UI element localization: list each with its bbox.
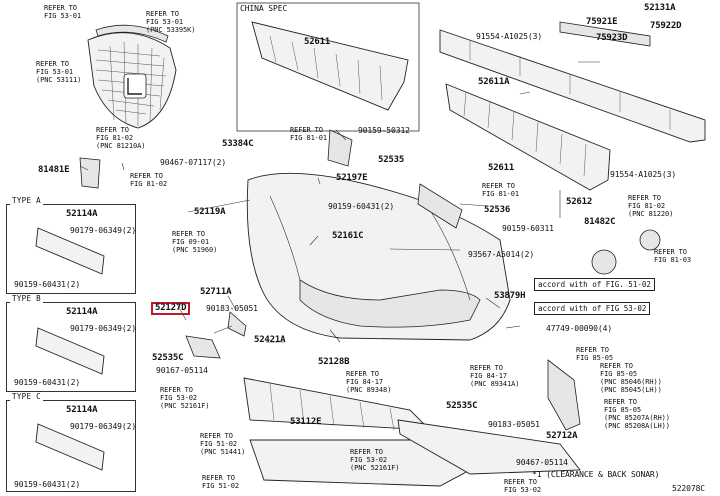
- part-90159-a[interactable]: 90159-60431(2): [14, 280, 81, 289]
- bumper-reinforcement: [439, 21, 706, 143]
- type-b-frame: [6, 302, 136, 392]
- part-52712a[interactable]: 52712A: [546, 431, 578, 441]
- part-90179-b[interactable]: 90179-06349(2): [70, 324, 137, 333]
- part-52131a[interactable]: 52131A: [644, 3, 676, 13]
- part-52197e[interactable]: 52197E: [336, 173, 368, 183]
- part-90159-50312[interactable]: 90159-50312: [358, 126, 410, 135]
- china-spec-frame: [236, 2, 420, 132]
- part-90467-05114[interactable]: 90467-05114: [516, 458, 568, 467]
- type-a-title: TYPE A: [10, 196, 43, 205]
- part-90179-a[interactable]: 90179-06349(2): [70, 226, 137, 235]
- part-90179-c[interactable]: 90179-06349(2): [70, 422, 137, 431]
- part-53112e[interactable]: 53112E: [290, 417, 322, 427]
- part-52127d-highlighted[interactable]: 52127D: [151, 302, 191, 315]
- part-91554-a1025-b[interactable]: 91554-A1025(3): [610, 170, 677, 179]
- part-90159-c[interactable]: 90159-60431(2): [14, 480, 81, 489]
- part-52114a-b[interactable]: 52114A: [66, 307, 98, 317]
- part-93567-a5014[interactable]: 93567-A5014(2): [468, 250, 535, 259]
- leader-lines: [79, 61, 600, 343]
- part-52421a[interactable]: 52421A: [254, 335, 286, 345]
- part-53384c[interactable]: 53384C: [222, 139, 254, 149]
- part-75923d[interactable]: 75923D: [596, 33, 628, 43]
- lower-spoiler: [243, 377, 471, 487]
- small-parts: [79, 129, 661, 431]
- part-90159-60311[interactable]: 90159-60311: [502, 224, 554, 233]
- part-52536[interactable]: 52536: [484, 205, 511, 215]
- part-47749-00090[interactable]: 47749-00090(4): [546, 324, 613, 333]
- part-81482c[interactable]: 81482C: [584, 217, 616, 227]
- type-c-frame: [6, 400, 136, 492]
- type-b-title: TYPE B: [10, 294, 43, 303]
- china-spec-absorber: [251, 21, 409, 111]
- part-52535c-b[interactable]: 52535C: [446, 401, 478, 411]
- type-a-frame: [6, 204, 136, 294]
- china-spec-title: CHINA SPEC: [240, 4, 288, 13]
- part-52711a[interactable]: 52711A: [200, 287, 232, 297]
- part-91554-a1025-a[interactable]: 91554-A1025(3): [476, 32, 543, 41]
- note-accord-51-02: accord with of FIG. 51-02: [534, 278, 655, 291]
- part-90183-05051-b[interactable]: 90183-05051: [488, 420, 540, 429]
- part-52611a[interactable]: 52611A: [478, 77, 510, 87]
- part-52114a-a[interactable]: 52114A: [66, 209, 98, 219]
- part-90159-60431[interactable]: 90159-60431(2): [328, 202, 395, 211]
- note-accord-53-02: accord with of FIG 53-02: [534, 302, 651, 315]
- part-52612[interactable]: 52612: [566, 197, 593, 207]
- part-75922d[interactable]: 75922D: [650, 21, 682, 31]
- part-52161c[interactable]: 52161C: [332, 231, 364, 241]
- part-52114a-c[interactable]: 52114A: [66, 405, 98, 415]
- part-90183-05051-a[interactable]: 90183-05051: [206, 304, 258, 313]
- part-75921e[interactable]: 75921E: [586, 17, 618, 27]
- part-52611[interactable]: 52611: [488, 163, 515, 173]
- part-53879h[interactable]: 53879H: [494, 291, 526, 301]
- type-c-title: TYPE C: [10, 392, 43, 401]
- part-52128b[interactable]: 52128B: [318, 357, 350, 367]
- diagram-ref-code: 522078C: [672, 484, 706, 493]
- part-52611-china[interactable]: 52611: [304, 37, 331, 47]
- part-90467-07117[interactable]: 90467-07117(2): [160, 158, 227, 167]
- energy-absorber: [445, 83, 611, 191]
- front-grille: [87, 24, 177, 129]
- part-52535[interactable]: 52535: [378, 155, 405, 165]
- note-clearance-back-sonar: *1 (CLEARANCE & BACK SONAR): [532, 470, 660, 479]
- part-81481e[interactable]: 81481E: [38, 165, 70, 175]
- part-52119a[interactable]: 52119A: [194, 207, 226, 217]
- lower-lip: [397, 419, 581, 475]
- part-90167-05114[interactable]: 90167-05114: [156, 366, 208, 375]
- part-52535c-a[interactable]: 52535C: [152, 353, 184, 363]
- type-plates: [35, 227, 105, 471]
- part-90159-b[interactable]: 90159-60431(2): [14, 378, 81, 387]
